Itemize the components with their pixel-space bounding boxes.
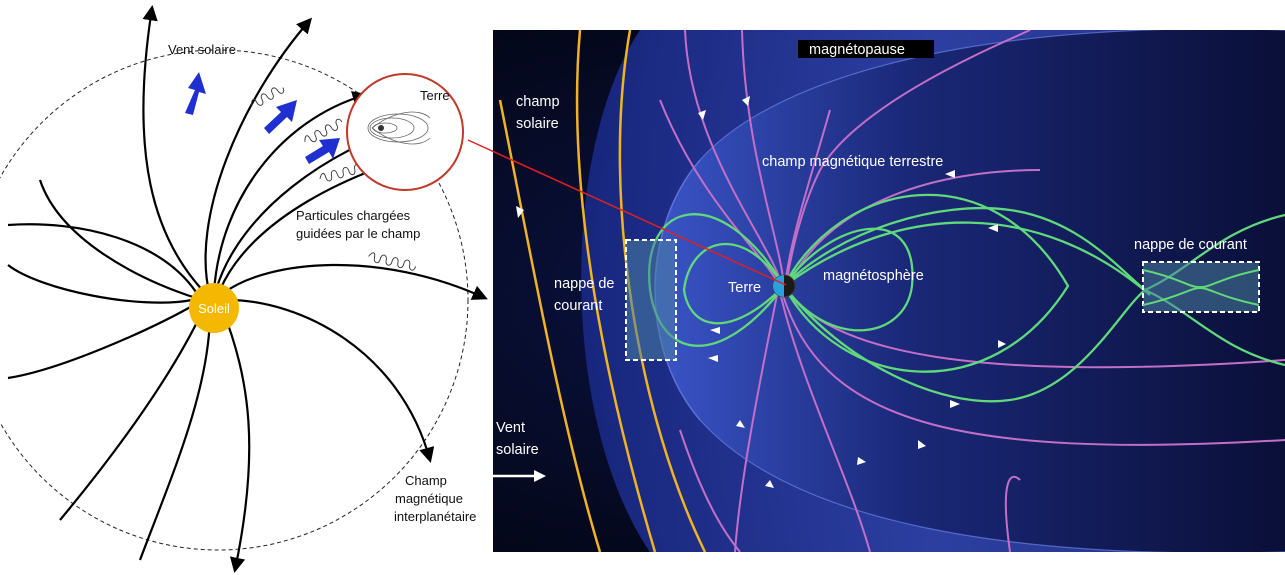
particles-label-line2: guidées par le champ: [296, 226, 420, 241]
right-panel: [493, 30, 1285, 552]
arrow-icon: [264, 100, 297, 134]
solar-wind-arrows: [185, 72, 340, 164]
arrow-icon: [918, 440, 926, 449]
arrow-icon: [950, 400, 960, 408]
arrow-icon: [698, 110, 706, 120]
earth-field-lines: [648, 193, 1285, 403]
earth-sketch: [367, 111, 431, 145]
particles-label-line1: Particules chargées: [296, 208, 411, 223]
current-sheet-left-label-line1: nappe de: [554, 276, 614, 292]
magnetopause-label-box: [798, 40, 934, 58]
arrow-icon: [708, 355, 718, 362]
sun: [189, 283, 239, 333]
arrow-icon: [998, 340, 1006, 348]
current-sheet-left: [625, 239, 677, 361]
solar-wind-label-right-line2: solaire: [496, 442, 539, 458]
arrow-icon: [945, 170, 955, 178]
sun-label: Soleil: [198, 301, 230, 316]
earth-label-right: Terre: [728, 280, 761, 296]
arrow-icon: [857, 457, 866, 465]
magnetopause-label: magnétopause: [809, 42, 905, 58]
arrow-icon: [736, 420, 745, 428]
left-panel: Soleil Vent solaire Terre Particules cha…: [0, 4, 488, 574]
earth-zoom-circle: [346, 73, 464, 191]
arrow-icon: [765, 480, 774, 488]
earth-dot: [378, 125, 384, 131]
solar-wind-label-right-line1: Vent: [496, 420, 525, 436]
arrow-icon: [988, 224, 998, 232]
zoom-connector-line: [467, 139, 787, 286]
arrow-icon: [516, 206, 524, 218]
solar-field-label-line2: solaire: [516, 116, 559, 132]
magnetosphere-label: magnétosphère: [823, 268, 924, 284]
solar-wind-label: Vent solaire: [168, 42, 236, 57]
imf-label-line3: interplanétaire: [394, 509, 476, 524]
solar-wind-boundary-circle: [0, 49, 469, 551]
arrow-icon: [710, 327, 720, 334]
arrow-icon: [305, 138, 340, 164]
imf-label-line2: magnétique: [395, 491, 463, 506]
earth-field-label: champ magnétique terrestre: [762, 154, 943, 170]
imf-label-line1: Champ: [405, 473, 447, 488]
earth-label: Terre: [420, 88, 450, 103]
arrow-icon: [742, 96, 750, 106]
magnetosphere-region: [655, 30, 1285, 552]
arrow-icon: [185, 72, 206, 115]
interplanetary-field-lines: [7, 4, 488, 574]
direction-arrows: [516, 96, 1006, 488]
solar-field-label-line1: champ: [516, 94, 560, 110]
current-sheet-left-label-line2: courant: [554, 298, 602, 314]
current-sheet-right-label: nappe de courant: [1134, 237, 1247, 253]
